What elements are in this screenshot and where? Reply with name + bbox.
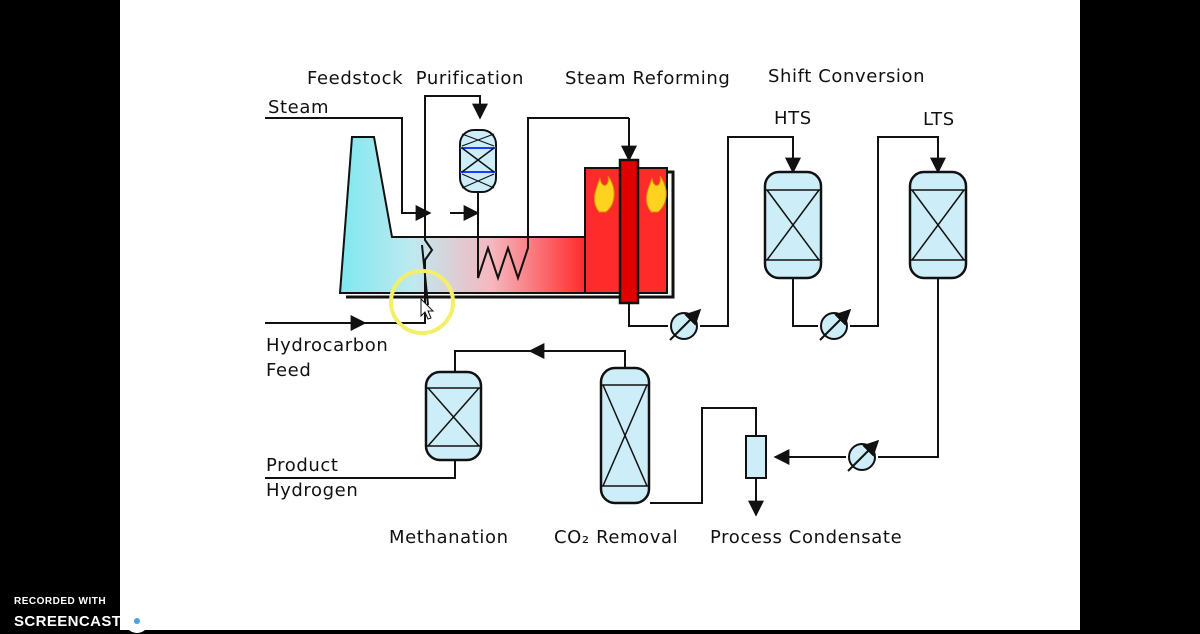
video-frame: Feedstock Purification Steam Reforming S… [120, 0, 1080, 630]
label-co2-removal: CO₂ Removal [554, 527, 678, 548]
label-feedstock-purification: Feedstock Purification [307, 68, 524, 89]
purification-vessel [459, 129, 497, 203]
convection-coil [477, 117, 617, 282]
watermark-brand: SCREENCAST MATIC [14, 609, 200, 633]
heat-exchanger-2 [819, 308, 852, 341]
watermark-brand-right: MATIC [151, 612, 200, 630]
cursor-highlight [389, 269, 455, 335]
hydrogen-plant-process-diagram: Feedstock Purification Steam Reforming S… [265, 66, 968, 548]
separator-icon [745, 435, 767, 479]
reformer-flue-duct [338, 117, 675, 305]
watermark-brand-left: SCREENCAST [14, 612, 122, 630]
condensate-separator [745, 435, 767, 479]
flame-icon [645, 175, 667, 213]
label-product: Product [266, 455, 339, 476]
label-steam-reforming: Steam Reforming [565, 68, 730, 89]
label-methanation: Methanation [389, 527, 509, 548]
methanation-reactor [424, 370, 483, 462]
lts-reactor [908, 170, 968, 280]
screencast-watermark: RECORDED WITH SCREENCAST MATIC [14, 596, 200, 633]
process-piping [265, 136, 946, 517]
heat-exchanger-1 [669, 308, 702, 341]
label-steam: Steam [268, 97, 329, 118]
label-feed: Feed [266, 360, 311, 381]
reactor-vessel-icon [459, 129, 497, 193]
feed-lines [265, 95, 488, 331]
flame-icon [593, 175, 615, 213]
label-shift-conversion: Shift Conversion [768, 66, 925, 87]
label-hydrogen: Hydrogen [266, 480, 358, 501]
mouse-cursor-icon [420, 297, 435, 320]
co2-removal-column [599, 366, 651, 505]
hts-reactor [763, 170, 823, 280]
label-lts: LTS [923, 109, 955, 130]
screencast-logo-icon [125, 609, 150, 633]
label-process-condensate: Process Condensate [710, 527, 902, 548]
label-hydrocarbon: Hydrocarbon [266, 335, 388, 356]
heat-exchanger-3 [847, 439, 880, 472]
watermark-recorded-with: RECORDED WITH [14, 596, 107, 607]
label-hts: HTS [774, 108, 812, 129]
reformer-tube [618, 158, 640, 305]
